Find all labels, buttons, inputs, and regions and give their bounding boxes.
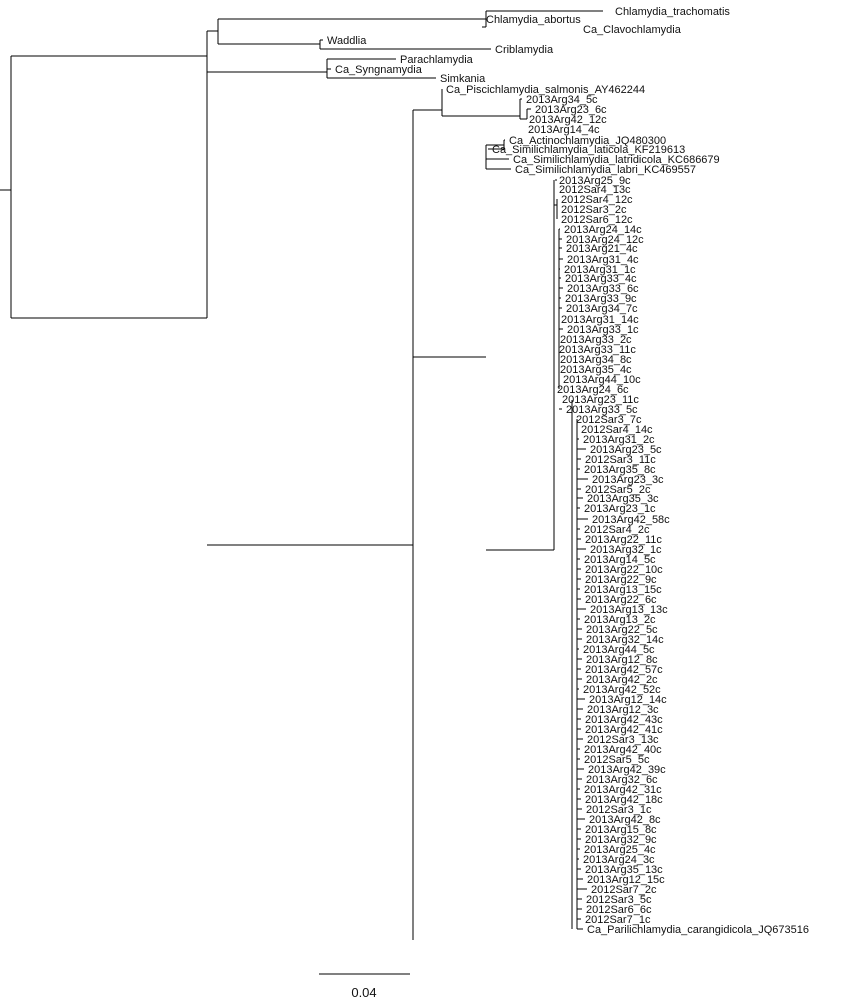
- taxon-label: 2012Sar4_12c: [561, 194, 633, 206]
- taxon-label: 2013Arg21_4c: [566, 243, 638, 255]
- taxon-label: 2013Arg42_31c: [584, 784, 662, 796]
- taxon-label: 2013Arg42_12c: [529, 114, 607, 126]
- taxon-label: 2013Arg33_4c: [565, 273, 637, 285]
- taxon-label: 2013Arg42_43c: [585, 714, 663, 726]
- taxon-label: Chlamydia_trachomatis: [615, 6, 730, 18]
- taxon-label: 2012Sar4_2c: [584, 524, 650, 536]
- taxon-label: 2013Arg23_5c: [590, 444, 662, 456]
- taxon-label: 2013Arg13_2c: [584, 614, 656, 626]
- taxon-label: 2013Arg42_57c: [585, 664, 663, 676]
- taxon-label: 2012Sar5_5c: [584, 754, 650, 766]
- taxon-label: 2013Arg15_8c: [585, 824, 657, 836]
- taxon-label: 2013Arg31_4c: [567, 254, 639, 266]
- taxon-label: Ca_Similichlamydia_laticola_KF219613: [492, 144, 685, 156]
- taxon-label: 2013Arg22_11c: [585, 534, 662, 546]
- taxon-label: 2013Arg35_8c: [584, 464, 656, 476]
- taxon-label: 2013Arg33_1c: [567, 324, 639, 336]
- taxon-label: 2012Sar4_13c: [559, 184, 631, 196]
- taxon-label: 2013Arg31_2c: [583, 434, 655, 446]
- taxon-label: 2013Arg35_3c: [587, 493, 659, 505]
- taxon-label: 2013Arg22_5c: [586, 624, 658, 636]
- taxon-label: Simkania: [440, 73, 486, 85]
- taxon-label: 2013Arg13_15c: [584, 584, 662, 596]
- taxon-label: 2012Sar3_5c: [586, 894, 652, 906]
- taxon-label: Ca_Similichlamydia_latridicola_KC686679: [513, 154, 720, 166]
- taxon-label: 2013Arg42_8c: [589, 814, 661, 826]
- taxon-label: 2013Arg31_1c: [564, 264, 636, 276]
- taxon-label: 2013Arg42_41c: [585, 724, 663, 736]
- taxon-label: Ca_Similichlamydia_labri_KC469557: [515, 164, 696, 176]
- taxon-label: 2012Sar7_1c: [585, 914, 651, 926]
- taxon-label: Parachlamydia: [400, 54, 474, 66]
- taxon-label: 2013Arg42_58c: [592, 514, 670, 526]
- taxon-label: Chlamydia_abortus: [486, 14, 581, 26]
- taxon-label: 2013Arg24_12c: [566, 234, 644, 246]
- taxon-label: 2013Arg32_14c: [586, 634, 664, 646]
- taxon-label: 2012Sar6_12c: [561, 214, 633, 226]
- taxon-label: 2013Arg33_9c: [565, 293, 637, 305]
- taxon-label: 2013Arg14_5c: [584, 554, 656, 566]
- taxon-label: 2013Arg12_15c: [587, 874, 665, 886]
- taxon-label: 2012Sar3_1c: [586, 804, 652, 816]
- taxon-label: 2012Sar3_7c: [576, 414, 642, 426]
- taxon-labels: Chlamydia_trachomatisChlamydia_abortusCa…: [327, 6, 809, 936]
- taxon-label: Criblamydia: [495, 44, 554, 56]
- taxon-label: 2013Arg23_3c: [592, 474, 664, 486]
- taxon-label: Ca_Parilichlamydia_carangidicola_JQ67351…: [587, 924, 809, 936]
- taxon-label: 2013Arg24_3c: [583, 854, 655, 866]
- taxon-label: 2013Arg12_3c: [587, 704, 659, 716]
- taxon-label: 2012Sar3_13c: [587, 734, 659, 746]
- taxon-label: 2013Arg12_8c: [586, 654, 658, 666]
- taxon-label: 2013Arg42_2c: [586, 674, 658, 686]
- taxon-label: 2013Arg44_5c: [583, 644, 655, 656]
- taxon-label: 2013Arg31_14c: [561, 314, 639, 326]
- taxon-label: 2013Arg44_10c: [563, 374, 641, 386]
- taxon-label: Ca_Clavochlamydia: [583, 24, 682, 36]
- taxon-label: 2013Arg33_6c: [567, 283, 639, 295]
- taxon-label: 2013Arg25_4c: [584, 844, 656, 856]
- taxon-label: 2012Sar3_2c: [561, 204, 627, 216]
- taxon-label: 2012Sar4_14c: [581, 424, 653, 436]
- taxon-label: Waddlia: [327, 35, 367, 47]
- taxon-label: 2013Arg33_11c: [559, 344, 636, 356]
- taxon-label: 2012Sar3_11c: [585, 454, 656, 466]
- taxon-label: 2013Arg12_14c: [589, 694, 667, 706]
- taxon-label: 2013Arg22_9c: [585, 574, 657, 586]
- taxon-label: 2013Arg24_6c: [557, 384, 629, 396]
- taxon-label: 2013Arg34_7c: [566, 303, 638, 315]
- taxon-label: 2013Arg13_13c: [590, 604, 668, 616]
- taxon-label: 2013Arg42_39c: [588, 764, 666, 776]
- taxon-label: 2013Arg42_40c: [584, 744, 662, 756]
- taxon-label: 2013Arg34_8c: [560, 354, 632, 366]
- taxon-label: 2013Arg23_6c: [535, 104, 607, 116]
- taxon-label: 2013Arg35_4c: [560, 364, 632, 376]
- taxon-label: 2013Arg34_5c: [526, 94, 598, 106]
- taxon-label: 2013Arg24_14c: [564, 224, 642, 236]
- scale-bar-label: 0.04: [351, 985, 376, 1000]
- taxon-label: Ca_Piscichlamydia_salmonis_AY462244: [446, 84, 645, 96]
- tree-branches: [0, 10, 603, 940]
- taxon-label: 2012Sar7_2c: [591, 884, 657, 896]
- taxon-label: 2012Sar5_2c: [585, 484, 651, 496]
- taxon-label: 2013Arg35_13c: [585, 864, 663, 876]
- taxon-label: Ca_Actinochlamydia_JQ480300: [509, 135, 666, 147]
- taxon-label: Ca_Syngnamydia: [335, 64, 423, 76]
- taxon-label: 2013Arg32_9c: [585, 834, 657, 846]
- taxon-label: 2013Arg33_2c: [560, 334, 632, 346]
- taxon-label: 2013Arg14_4c: [528, 124, 600, 136]
- scale-bar: 0.04: [319, 973, 410, 1000]
- taxon-label: 2013Arg22_10c: [585, 564, 663, 576]
- taxon-label: 2013Arg32_1c: [590, 544, 662, 556]
- taxon-label: 2013Arg33_5c: [566, 404, 638, 416]
- taxon-label: 2013Arg25_9c: [559, 175, 631, 187]
- taxon-label: 2013Arg32_6c: [586, 774, 658, 786]
- taxon-label: 2013Arg22_6c: [585, 594, 657, 606]
- taxon-label: 2013Arg42_52c: [583, 684, 661, 696]
- taxon-label: 2013Arg23_1c: [584, 503, 656, 515]
- taxon-label: 2013Arg23_11c: [562, 394, 639, 406]
- taxon-label: 2013Arg42_18c: [585, 794, 663, 806]
- taxon-label: 2012Sar6_6c: [586, 904, 652, 916]
